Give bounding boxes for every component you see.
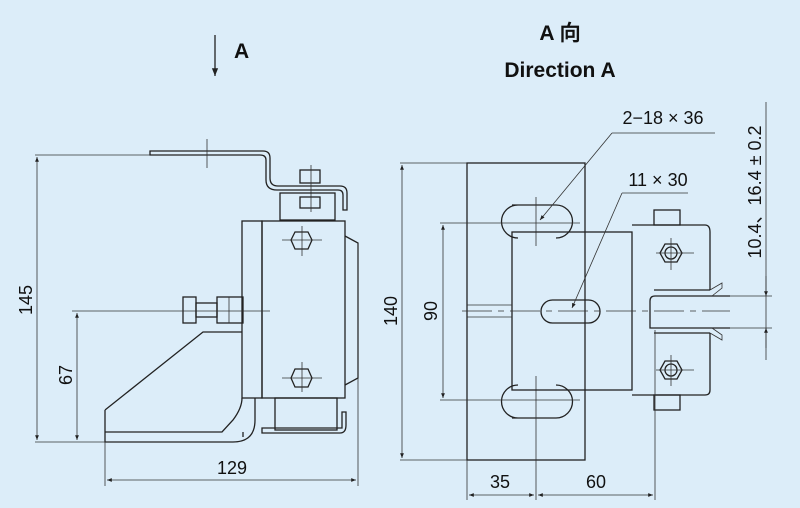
view-arrow-label: A bbox=[234, 40, 249, 63]
shoe-body bbox=[261, 220, 346, 399]
bottom-bolt-head bbox=[653, 394, 681, 411]
dim-67: 67 bbox=[56, 365, 76, 385]
slot-top bbox=[500, 204, 574, 239]
slot-small bbox=[540, 299, 601, 324]
hex-bolt-icon bbox=[290, 231, 313, 250]
top-bracket bbox=[149, 150, 348, 211]
mounting-plate bbox=[466, 162, 586, 461]
dim-slot-big: 2−18 × 36 bbox=[622, 108, 703, 128]
view-title-en: Direction A bbox=[504, 59, 615, 82]
direction-a-view: A 向 Direction A 140 90 bbox=[381, 21, 772, 500]
base-plate bbox=[241, 220, 263, 399]
view-title-cn: A 向 bbox=[539, 21, 580, 45]
top-bolt-head bbox=[653, 209, 681, 226]
dim-129: 129 bbox=[217, 458, 247, 478]
dim-140: 140 bbox=[381, 296, 401, 326]
side-view: A 145 67 129 bbox=[16, 35, 359, 486]
dim-slot-small: 11 × 30 bbox=[628, 170, 687, 190]
dim-gap: 10.4、16.4 ± 0.2 bbox=[745, 126, 765, 259]
dim-60: 60 bbox=[586, 472, 606, 492]
guide-channel bbox=[649, 289, 730, 334]
dim-90: 90 bbox=[421, 301, 441, 321]
slot-bottom bbox=[500, 384, 574, 419]
dim-145: 145 bbox=[16, 285, 36, 315]
side-bolt-head bbox=[182, 296, 197, 324]
dim-35: 35 bbox=[490, 472, 510, 492]
